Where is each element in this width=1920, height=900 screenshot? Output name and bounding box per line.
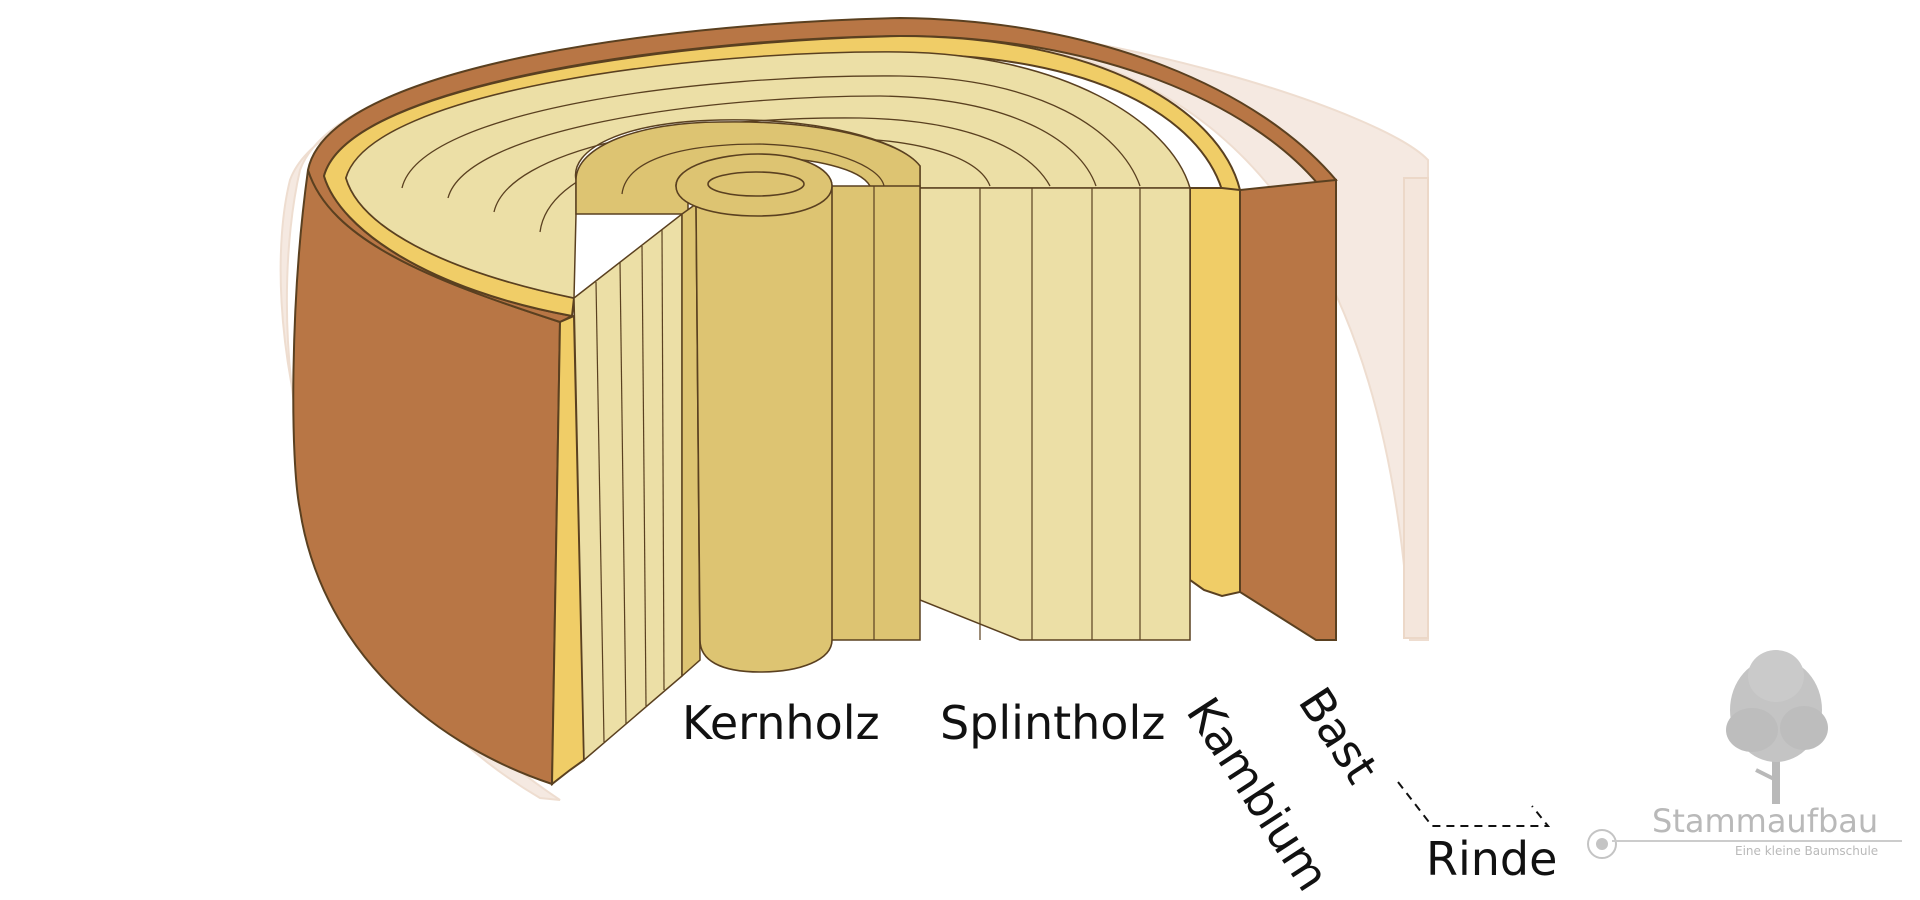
ghost-outer-edge [1403, 177, 1429, 639]
bark-right-wall [1239, 178, 1337, 641]
splintholz-rings [401, 75, 1141, 233]
pith-center [707, 171, 805, 197]
logo-divider [1612, 840, 1902, 842]
splintholz-left-face [573, 212, 683, 762]
kernholz-left-face [681, 202, 701, 678]
splintholz-right-face [919, 187, 1191, 641]
pith-cylinder [675, 155, 833, 673]
kernholz-right-face [829, 185, 921, 641]
label-rinde: Rinde [1426, 832, 1558, 886]
label-kernholz: Kernholz [682, 696, 880, 750]
kambium-left-strip [550, 314, 586, 787]
logo-subtitle: Eine kleine Baumschule [1735, 844, 1879, 858]
rinde-bracket [1397, 781, 1551, 827]
kambium-right-strip [1189, 187, 1241, 598]
badge-icon [1587, 829, 1617, 859]
splintholz-right-lines [979, 188, 1141, 640]
splintholz-left-lines [595, 229, 665, 743]
label-splintholz: Splintholz [940, 696, 1166, 750]
kernholz-ring [621, 143, 885, 195]
tree-icon [1726, 650, 1828, 804]
logo-title: Stammaufbau [1652, 802, 1879, 840]
